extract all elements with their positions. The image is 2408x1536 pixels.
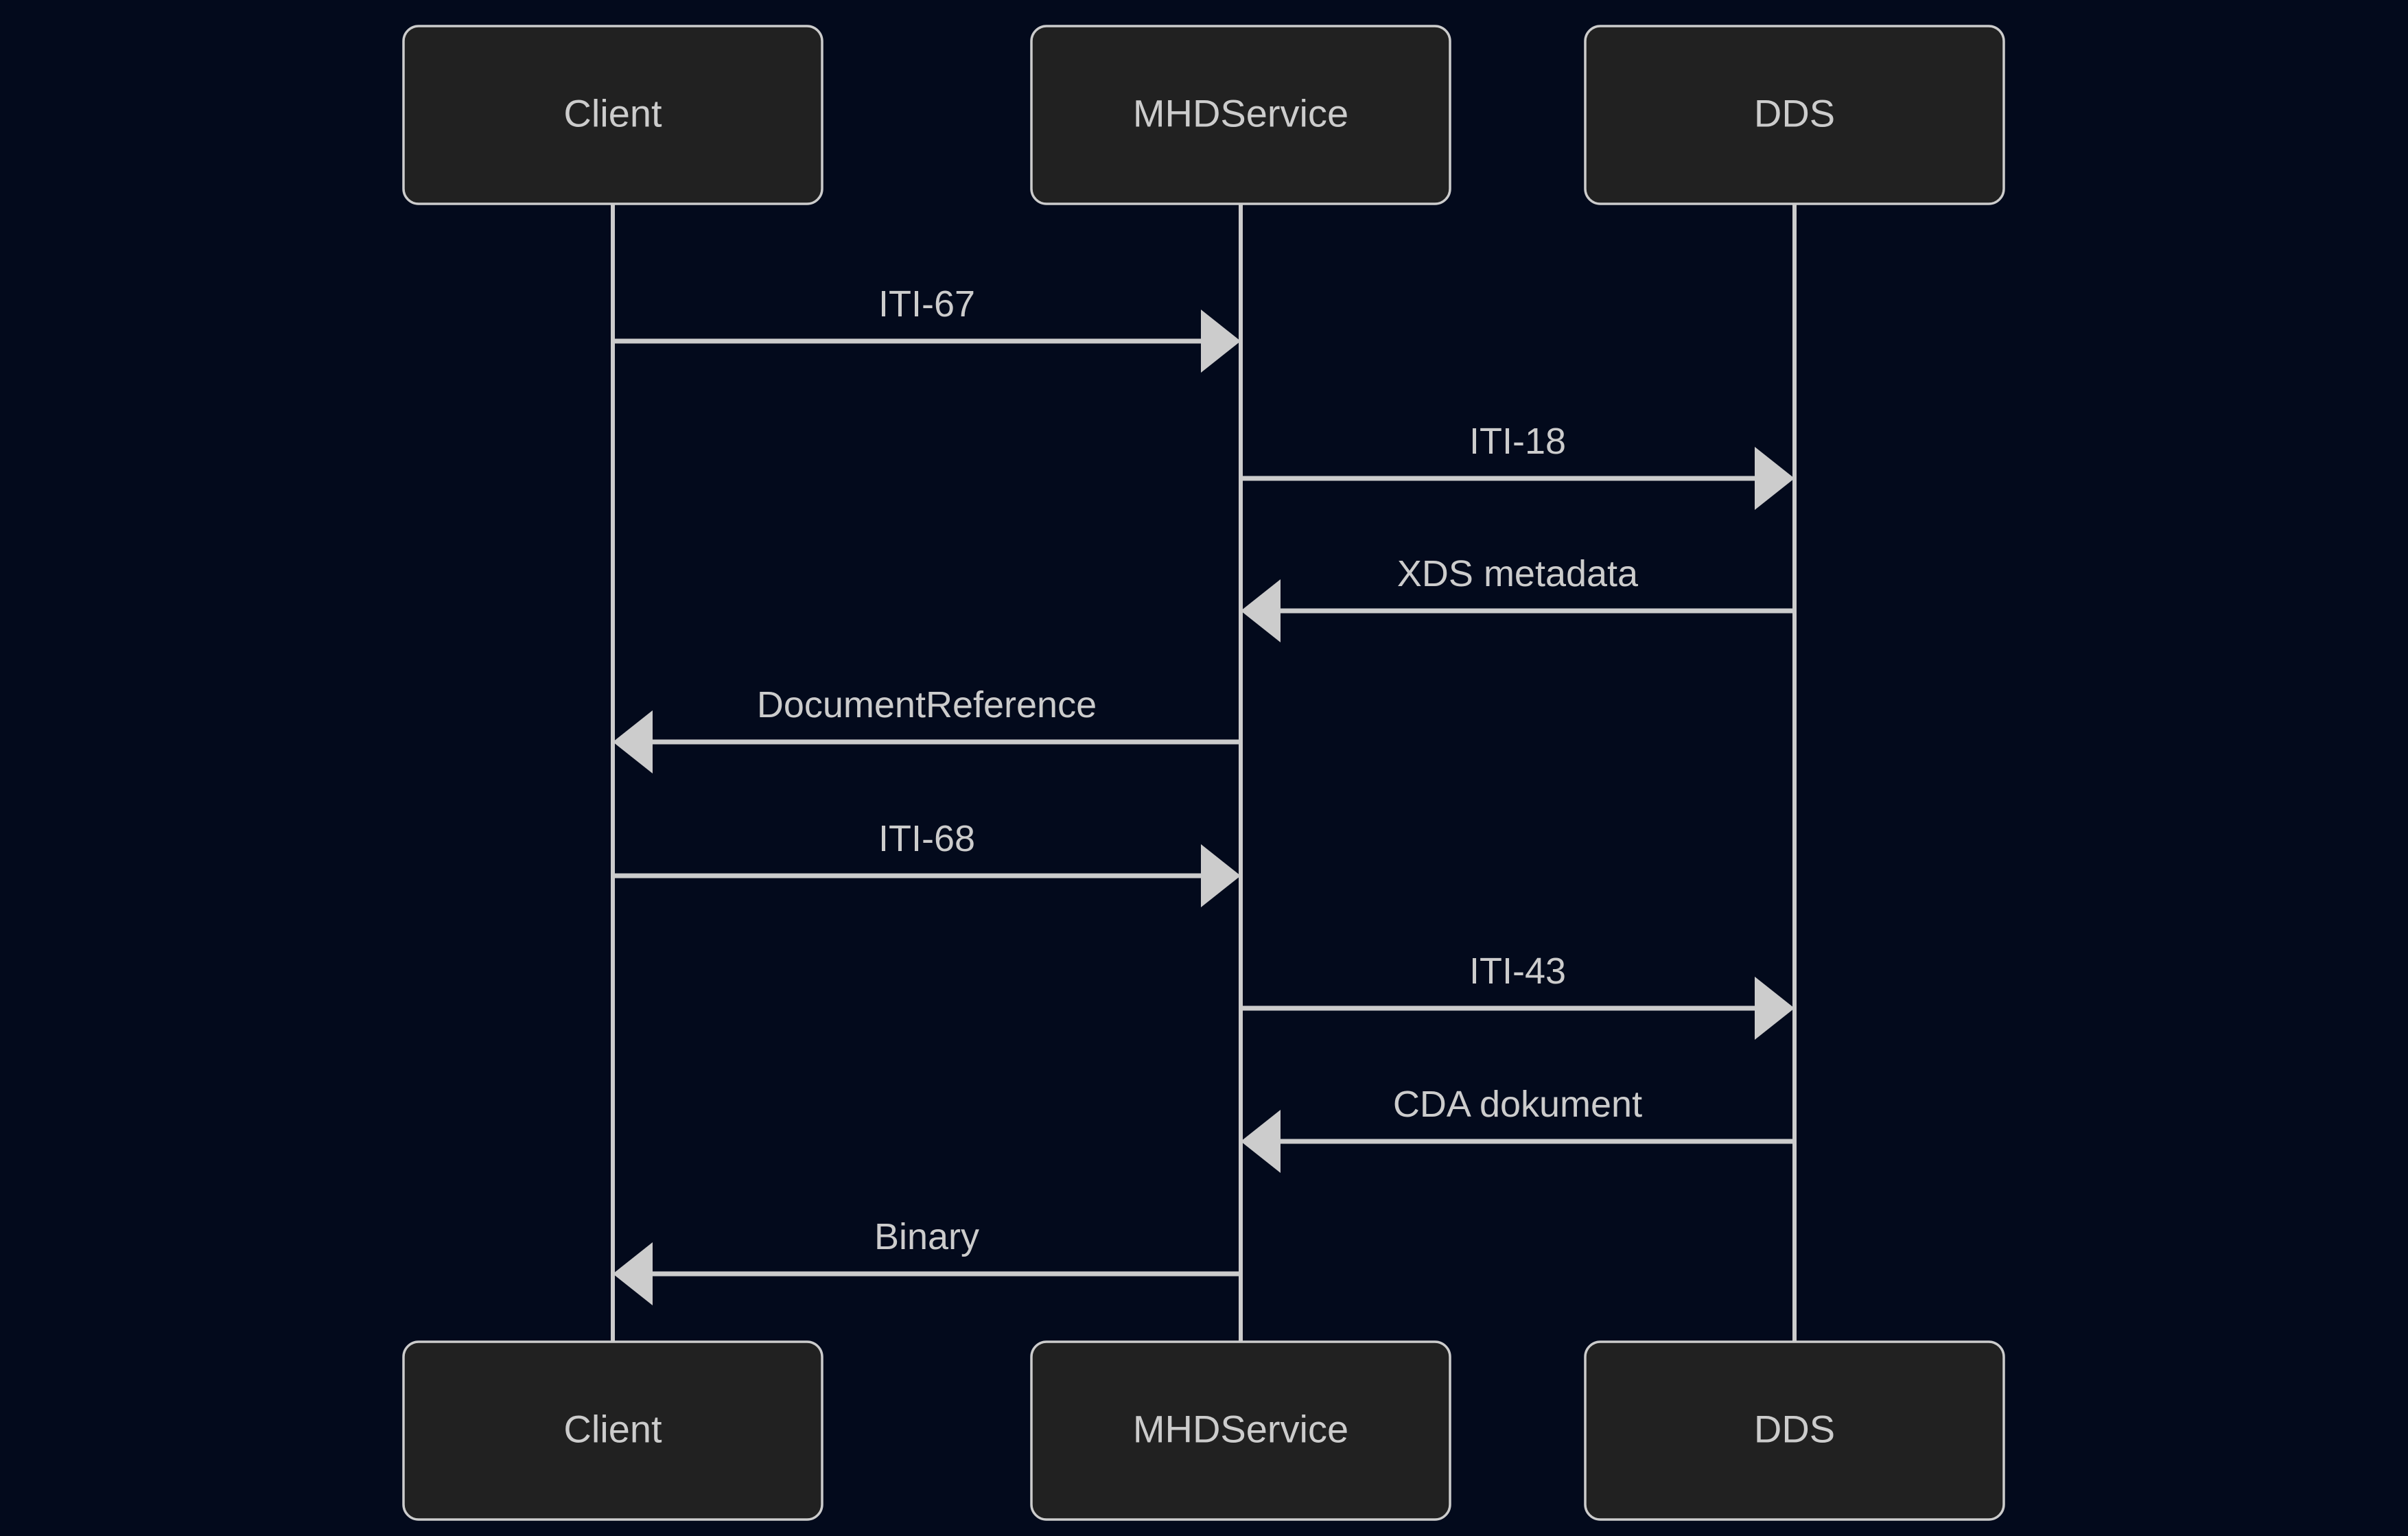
message-7[interactable]: CDA dokument xyxy=(1241,1084,1795,1173)
participant-label: Client xyxy=(563,1407,662,1450)
participant-box-shape xyxy=(402,1340,823,1521)
participant-label: DDS xyxy=(1754,91,1835,135)
lifelines-layer xyxy=(611,204,1797,1342)
participant-box-shape xyxy=(1584,25,2005,205)
participant-dds-top[interactable]: DDS xyxy=(1584,25,2005,205)
message-6[interactable]: ITI-43 xyxy=(1241,951,1795,1040)
participant-boxes-bottom: Client MHDService DDS xyxy=(402,1340,2005,1521)
message-label: DocumentReference xyxy=(757,684,1097,725)
arrowhead-icon xyxy=(1201,310,1241,373)
participant-dds-bottom[interactable]: DDS xyxy=(1584,1340,2005,1521)
participant-client-top[interactable]: Client xyxy=(402,25,823,205)
arrowhead-icon xyxy=(1241,1110,1281,1173)
message-label: ITI-43 xyxy=(1469,951,1566,992)
message-8[interactable]: Binary xyxy=(613,1216,1241,1305)
message-5[interactable]: ITI-68 xyxy=(613,818,1241,907)
participant-box-shape xyxy=(1030,1340,1451,1521)
participant-box-shape xyxy=(402,25,823,205)
arrowhead-icon xyxy=(1241,579,1281,642)
message-3[interactable]: XDS metadata xyxy=(1241,553,1795,642)
message-2[interactable]: ITI-18 xyxy=(1241,421,1795,510)
arrowhead-icon xyxy=(1201,844,1241,907)
message-label: ITI-67 xyxy=(878,283,975,325)
arrowhead-icon xyxy=(613,1242,653,1305)
participant-box-shape xyxy=(1030,25,1451,205)
participant-mhdservice-bottom[interactable]: MHDService xyxy=(1030,1340,1451,1521)
participant-label: MHDService xyxy=(1133,91,1348,135)
participant-box-shape xyxy=(1584,1340,2005,1521)
arrowhead-icon xyxy=(1755,977,1795,1040)
participant-label: MHDService xyxy=(1133,1407,1348,1450)
arrowhead-icon xyxy=(1755,447,1795,510)
participant-mhdservice-top[interactable]: MHDService xyxy=(1030,25,1451,205)
participant-label: DDS xyxy=(1754,1407,1835,1450)
message-label: Binary xyxy=(874,1216,979,1257)
message-label: CDA dokument xyxy=(1393,1084,1642,1125)
message-label: XDS metadata xyxy=(1397,553,1639,594)
message-label: ITI-68 xyxy=(878,818,975,859)
participant-client-bottom[interactable]: Client xyxy=(402,1340,823,1521)
participant-label: Client xyxy=(563,91,662,135)
participant-boxes-top: Client MHDService DDS xyxy=(402,25,2005,205)
message-label: ITI-18 xyxy=(1469,421,1566,462)
arrowhead-icon xyxy=(613,710,653,773)
message-4[interactable]: DocumentReference xyxy=(613,684,1241,773)
message-1[interactable]: ITI-67 xyxy=(613,283,1241,373)
